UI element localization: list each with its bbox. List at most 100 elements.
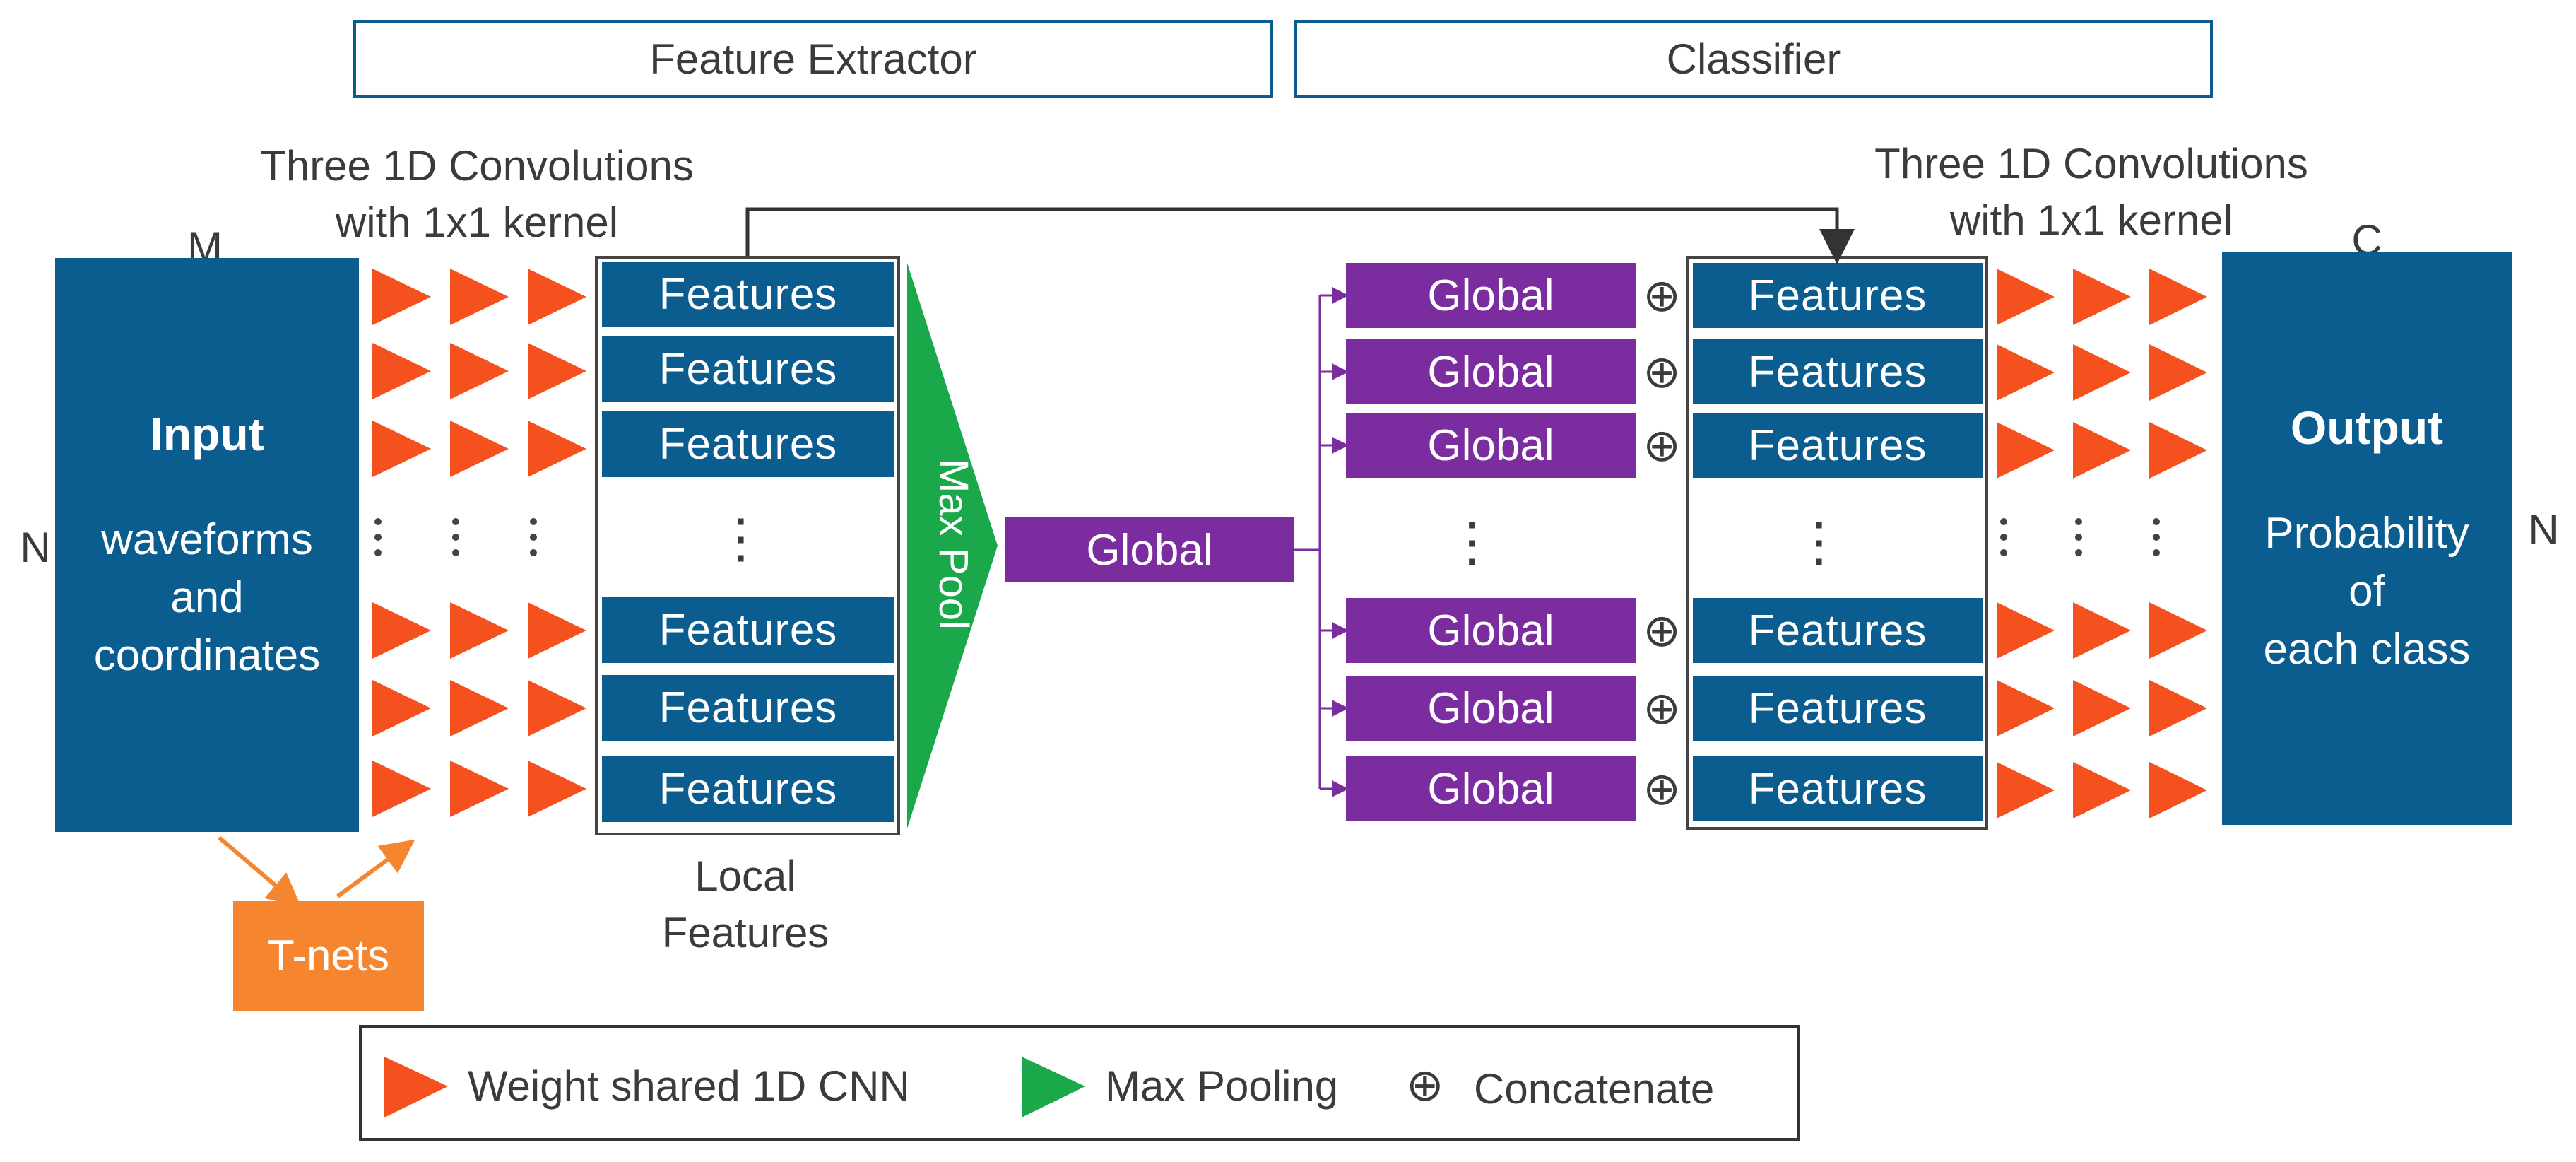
concatenate-icon: ⊕: [1643, 605, 1681, 656]
cnn-triangle-icon: [372, 343, 431, 399]
output-line-2: of: [2348, 567, 2385, 616]
right-conv-label: Three 1D Convolutions with 1x1 kernel: [1823, 136, 2360, 249]
local-features-container: [595, 256, 900, 835]
classifier-header: Classifier: [1294, 20, 2213, 98]
cnn-triangle-icon: [450, 269, 509, 325]
feature-extractor-header-label: Feature Extractor: [649, 35, 977, 83]
concatenate-icon: ⊕: [1643, 683, 1681, 734]
cnn-triangle-icon: [450, 343, 509, 399]
cnn-triangle-icon: [372, 421, 431, 477]
concatenate-icon: ⊕: [1643, 420, 1681, 471]
cnn-triangle-icon: [2149, 269, 2207, 325]
classifier-feature-1: Features: [1693, 263, 1983, 328]
global-repeat-4: Global: [1346, 598, 1636, 663]
right-conv-label-line-1: Three 1D Convolutions: [1874, 140, 2308, 187]
cnn-triangle-icon: [528, 602, 586, 659]
global-repeat-1: Global: [1346, 263, 1636, 328]
max-pool-label: Max Pool: [930, 459, 977, 630]
dim-n-left-label: N: [20, 524, 51, 571]
global-repeat-6: Global: [1346, 756, 1636, 821]
cnn-triangle-icon: [1997, 344, 2055, 401]
input-line-3: coordinates: [93, 631, 321, 680]
cnn-triangle-icon: [372, 680, 431, 736]
local-feature-6: Features: [602, 756, 894, 822]
concatenate-icon: ⊕: [1643, 270, 1681, 321]
output-line-1: Probability: [2264, 509, 2469, 558]
local-feature-5: Features: [602, 675, 894, 741]
local-feature-1: Features: [602, 262, 894, 327]
legend-concat-icon: ⊕: [1406, 1060, 1444, 1110]
cnn-triangle-icon: [450, 680, 509, 736]
cnn-triangle-icon: [372, 761, 431, 817]
cnn-triangle-icon: [2149, 602, 2207, 659]
cnn-triangle-icon: [2073, 269, 2131, 325]
cnn-triangle-icon: [2149, 344, 2207, 401]
cnn-triangle-icon: [528, 269, 586, 325]
input-block: Input waveforms and coordinates: [55, 258, 359, 832]
cnn-triangle-icon: [1997, 680, 2055, 736]
t-nets-block: T-nets: [233, 901, 424, 1011]
legend-cnn-label: Weight shared 1D CNN: [468, 1062, 910, 1110]
left-conv-label: Three 1D Convolutions with 1x1 kernel: [212, 138, 742, 251]
left-conv-label-line-1: Three 1D Convolutions: [260, 142, 694, 189]
cnn-triangle-icon: [2073, 680, 2131, 736]
dim-n-right-label: N: [2528, 506, 2559, 553]
left-conv-label-line-2: with 1x1 kernel: [335, 199, 619, 246]
local-feature-3: Features: [602, 411, 894, 477]
cnn-triangle-icon: [528, 680, 586, 736]
classifier-feature-2: Features: [1693, 339, 1983, 404]
local-features-caption-line-2: Features: [661, 909, 829, 956]
classifier-feature-3: Features: [1693, 413, 1983, 478]
global-repeat-3: Global: [1346, 413, 1636, 478]
input-title: Input: [150, 408, 264, 460]
right-cnn-triangles: [1997, 269, 2207, 818]
legend-cnn-icon: [384, 1057, 448, 1117]
legend: Weight shared 1D CNN Max Pooling ⊕ Conca…: [359, 1025, 1800, 1141]
cnn-triangle-icon: [450, 602, 509, 659]
local-feature-2: Features: [602, 336, 894, 402]
local-features-caption: Local Features: [615, 848, 876, 961]
cnn-triangle-icon: [2149, 680, 2207, 736]
cnn-triangle-icon: [2073, 602, 2131, 659]
left-cnn-triangles: [372, 269, 586, 817]
output-block: Output Probability of each class: [2222, 252, 2512, 825]
input-line-1: waveforms: [101, 515, 313, 564]
output-title: Output: [2290, 401, 2444, 454]
concatenate-icon: ⊕: [1643, 346, 1681, 397]
cnn-triangle-icon: [528, 421, 586, 477]
cnn-triangle-icon: [372, 602, 431, 659]
global-repeat-5: Global: [1346, 676, 1636, 741]
cnn-triangle-icon: [2073, 762, 2131, 818]
classifier-feature-4: Features: [1693, 598, 1983, 663]
cnn-triangle-icon: [1997, 422, 2055, 479]
local-feature-4: Features: [602, 597, 894, 663]
legend-concat-label: Concatenate: [1474, 1065, 1715, 1113]
local-features-caption-line-1: Local: [695, 852, 796, 900]
legend-maxpool-icon: [1022, 1057, 1085, 1117]
cnn-triangle-icon: [372, 269, 431, 325]
concatenate-icon: ⊕: [1643, 763, 1681, 814]
cnn-triangle-icon: [528, 761, 586, 817]
cnn-triangle-icon: [2073, 344, 2131, 401]
right-conv-label-line-2: with 1x1 kernel: [1949, 196, 2233, 244]
cnn-triangle-icon: [450, 761, 509, 817]
cnn-triangle-icon: [1997, 762, 2055, 818]
skip-connection-arrow: [745, 207, 1855, 264]
global-repeat-2: Global: [1346, 339, 1636, 404]
classifier-feature-5: Features: [1693, 676, 1983, 741]
cnn-triangle-icon: [2149, 422, 2207, 479]
cnn-triangle-icon: [1997, 602, 2055, 659]
legend-maxpool-label: Max Pooling: [1105, 1062, 1339, 1110]
input-line-2: and: [170, 573, 244, 622]
global-feature-pooled: Global: [1005, 517, 1294, 582]
cnn-triangle-icon: [450, 421, 509, 477]
output-line-3: each class: [2263, 625, 2471, 674]
classifier-feature-6: Features: [1693, 756, 1983, 821]
feature-extractor-header: Feature Extractor: [353, 20, 1273, 98]
cnn-triangle-icon: [1997, 269, 2055, 325]
max-pool-triangle-icon: [907, 263, 998, 828]
cnn-triangle-icon: [2073, 422, 2131, 479]
classifier-header-label: Classifier: [1666, 35, 1841, 83]
cnn-triangle-icon: [528, 343, 586, 399]
